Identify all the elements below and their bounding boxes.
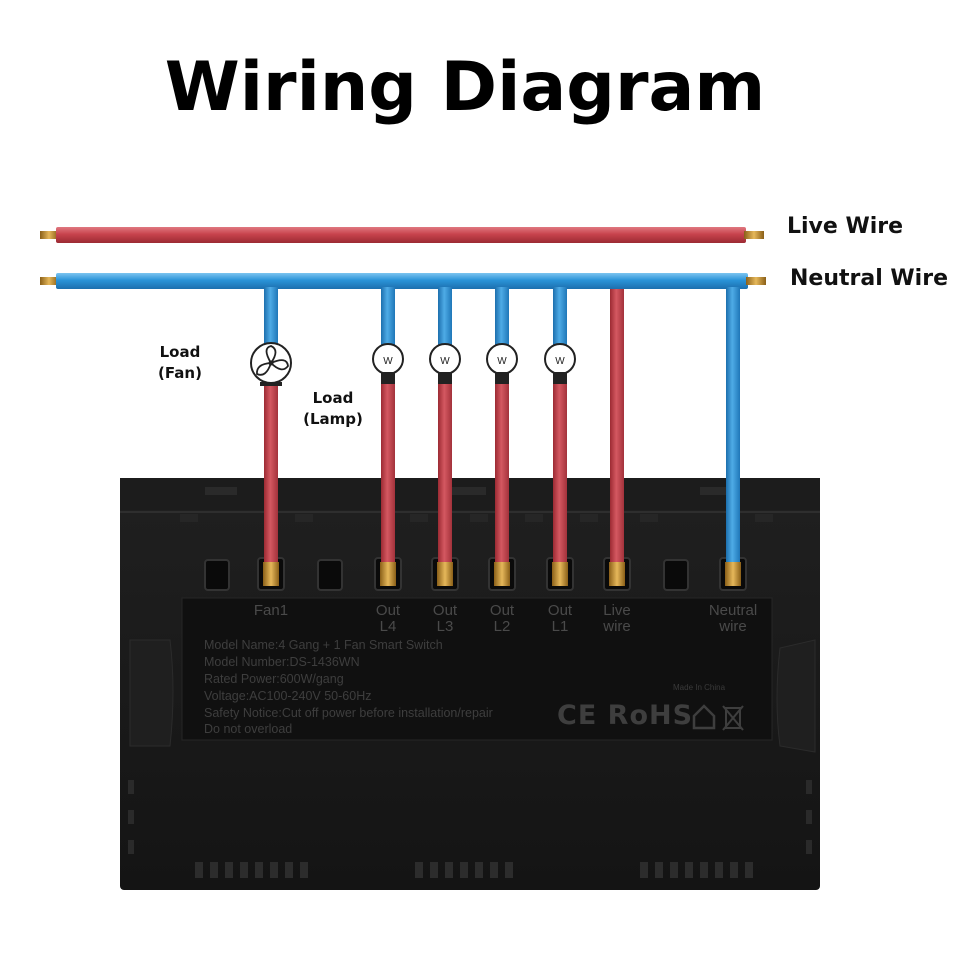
- fan-icon: [250, 342, 292, 386]
- made-in-label: Made In China: [673, 683, 726, 692]
- bulb-mark-l4: W: [383, 356, 393, 367]
- terminal-label-neutral-line2: wire: [719, 618, 747, 635]
- bulb-icon-l4: W: [372, 343, 404, 384]
- terminal-label-live-line1: Live: [603, 602, 631, 619]
- bulb-icon-l3: W: [429, 343, 461, 384]
- terminal-label-live-line2: wire: [603, 618, 631, 635]
- empty-terminal-3: [663, 559, 689, 591]
- spec-rated-power: Rated Power:600W/gang: [204, 672, 344, 686]
- lamp-branch-l3: [438, 287, 452, 562]
- lamp-load-label-line1: Load: [312, 389, 354, 407]
- switch-body: [120, 478, 820, 890]
- lamp-load-label: Load (Lamp): [298, 388, 368, 430]
- neutral-wire-label: Neutral Wire: [790, 266, 948, 291]
- terminal-label-l2: Out L2: [472, 603, 532, 635]
- terminal-live: [603, 557, 631, 591]
- terminal-label-neutral-line1: Neutral: [708, 602, 758, 619]
- spec-voltage: Voltage:AC100-240V 50-60Hz: [204, 689, 372, 703]
- terminal-label-l4-line2: L4: [379, 618, 397, 635]
- terminal-label-l1: Out L1: [530, 603, 590, 635]
- terminal-l3: [431, 557, 459, 591]
- lamp-branch-l4: [381, 287, 395, 562]
- terminal-l2: [488, 557, 516, 591]
- terminal-label-l3-line1: Out: [432, 602, 458, 619]
- spec-model-name: Model Name:4 Gang + 1 Fan Smart Switch: [204, 638, 443, 652]
- terminal-label-l2-line1: Out: [489, 602, 515, 619]
- terminal-fan1: [257, 557, 285, 591]
- lamp-branch-l1: [553, 287, 567, 562]
- certification-marks: CE RoHS: [557, 700, 694, 731]
- live-wire-label: Live Wire: [787, 214, 904, 239]
- terminal-label-live: Live wire: [587, 603, 647, 635]
- live-branch: [610, 289, 624, 562]
- terminal-label-l3-line2: L3: [436, 618, 454, 635]
- spec-model-number: Model Number:DS-1436WN: [204, 655, 360, 669]
- terminal-neutral: [719, 557, 747, 591]
- recycle-house-icon: [692, 704, 716, 730]
- bulb-icon-l2: W: [486, 343, 518, 384]
- terminal-label-l1-line2: L1: [551, 618, 569, 635]
- empty-terminal-1: [204, 559, 230, 591]
- neutral-wire: [40, 273, 766, 289]
- live-wire: [40, 227, 764, 243]
- terminal-label-l2-line2: L2: [493, 618, 511, 635]
- bulb-mark-l2: W: [497, 356, 507, 367]
- spec-overload: Do not overload: [204, 722, 293, 736]
- fan-branch: [250, 287, 292, 562]
- empty-terminal-2: [317, 559, 343, 591]
- terminal-label-l4-line1: Out: [375, 602, 401, 619]
- fan-load-label: Load (Fan): [150, 342, 210, 384]
- terminal-l4: [374, 557, 402, 591]
- terminal-label-l3: Out L3: [415, 603, 475, 635]
- terminal-l1: [546, 557, 574, 591]
- spec-safety: Safety Notice:Cut off power before insta…: [204, 706, 493, 720]
- terminal-label-neutral: Neutral wire: [703, 603, 763, 635]
- weee-bin-icon: [722, 705, 744, 731]
- terminal-label-fan1: Fan1: [241, 603, 301, 619]
- lamp-branch-l2: [495, 287, 509, 562]
- terminal-label-l1-line1: Out: [547, 602, 573, 619]
- bulb-mark-l3: W: [440, 356, 450, 367]
- neutral-branch: [726, 287, 740, 562]
- terminal-label-l4: Out L4: [358, 603, 418, 635]
- fan-load-label-line2: (Fan): [158, 364, 202, 382]
- bulb-icon-l1: W: [544, 343, 576, 384]
- page-title: Wiring Diagram: [164, 48, 766, 127]
- terminal-label-fan1-line1: Fan1: [253, 602, 289, 619]
- bulb-mark-l1: W: [555, 356, 565, 367]
- fan-load-label-line1: Load: [159, 343, 201, 361]
- lamp-load-label-line2: (Lamp): [303, 410, 363, 428]
